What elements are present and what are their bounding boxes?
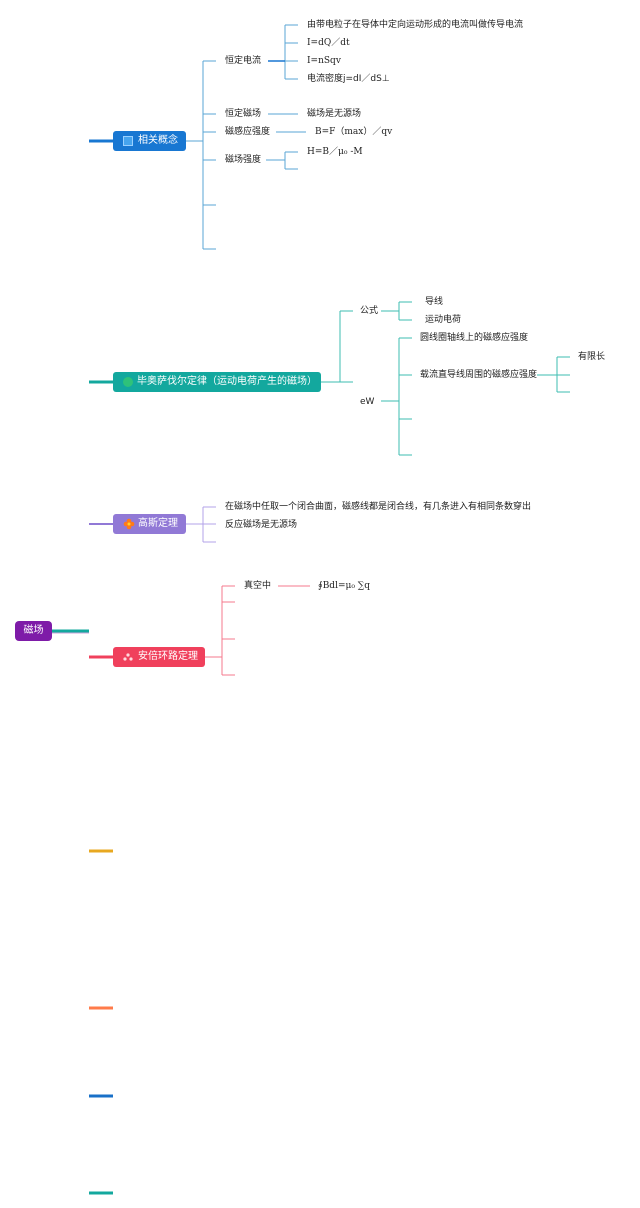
subtopic-induction-formula[interactable]: B=F（max）／qv <box>315 127 393 137</box>
topic-steady-current[interactable]: 恒定电流 <box>225 56 262 66</box>
root-node-magnetic-field[interactable]: 磁场 <box>15 621 52 641</box>
topic-formula[interactable]: 公式 <box>360 306 379 316</box>
branch-label: 安倍环路定理 <box>138 651 198 662</box>
subtopic-circular-coil-axis[interactable]: 圆线圈轴线上的磁感应强度 <box>420 333 529 343</box>
branch-node-biot-savart-law[interactable]: 毕奥萨伐尔定律（运动电荷产生的磁场） <box>113 372 321 392</box>
branch-node-ampere-circuital-law[interactable]: 安倍环路定理 <box>113 647 205 667</box>
subtopic-current-nsqv[interactable]: I=nSqv <box>307 56 341 66</box>
topic-magnetic-field-strength[interactable]: 磁场强度 <box>225 155 262 165</box>
subtopic-wire[interactable]: 导线 <box>425 297 444 307</box>
red-dots-icon <box>123 653 133 661</box>
subtopic-moving-charge[interactable]: 运动电荷 <box>425 315 462 325</box>
green-icon <box>123 377 133 387</box>
subtopic-finite-length[interactable]: 有限长 <box>578 352 606 362</box>
orange-flower-icon <box>123 518 135 530</box>
subtopic-ampere-formula[interactable]: ∮Bdl=μ₀ ∑q <box>318 581 370 591</box>
subtopic-straight-wire[interactable]: 载流直导线周围的磁感应强度 <box>420 370 538 380</box>
branch-node-gauss-law[interactable]: 高斯定理 <box>113 514 186 534</box>
topic-ew[interactable]: eW <box>360 397 375 407</box>
branch-node-related-concepts[interactable]: 相关概念 <box>113 131 186 151</box>
square-icon <box>123 136 133 146</box>
subtopic-current-formula[interactable]: I=dQ／dt <box>307 38 350 48</box>
topic-steady-magnetic-field[interactable]: 恒定磁场 <box>225 109 262 119</box>
topic-source-free[interactable]: 反应磁场是无源场 <box>225 520 298 530</box>
topic-closed-surface[interactable]: 在磁场中任取一个闭合曲面，磁感线都是闭合线，有几条进入有相同条数穿出 <box>225 502 532 512</box>
branch-label: 毕奥萨伐尔定律（运动电荷产生的磁场） <box>137 376 317 387</box>
topic-vacuum[interactable]: 真空中 <box>244 581 272 591</box>
subtopic-current-density[interactable]: 电流密度j=dI／dS⊥ <box>307 74 390 84</box>
branch-label: 高斯定理 <box>138 518 178 529</box>
subtopic-source-free-field[interactable]: 磁场是无源场 <box>307 109 362 119</box>
subtopic-conduction-current[interactable]: 由带电粒子在导体中定向运动形成的电流叫做传导电流 <box>307 20 524 30</box>
branch-label: 相关概念 <box>138 135 178 146</box>
subtopic-field-strength-formula[interactable]: H=B／μ₀ -M <box>307 147 363 157</box>
topic-magnetic-induction[interactable]: 磁感应强度 <box>225 127 271 137</box>
root-label: 磁场 <box>23 625 44 636</box>
